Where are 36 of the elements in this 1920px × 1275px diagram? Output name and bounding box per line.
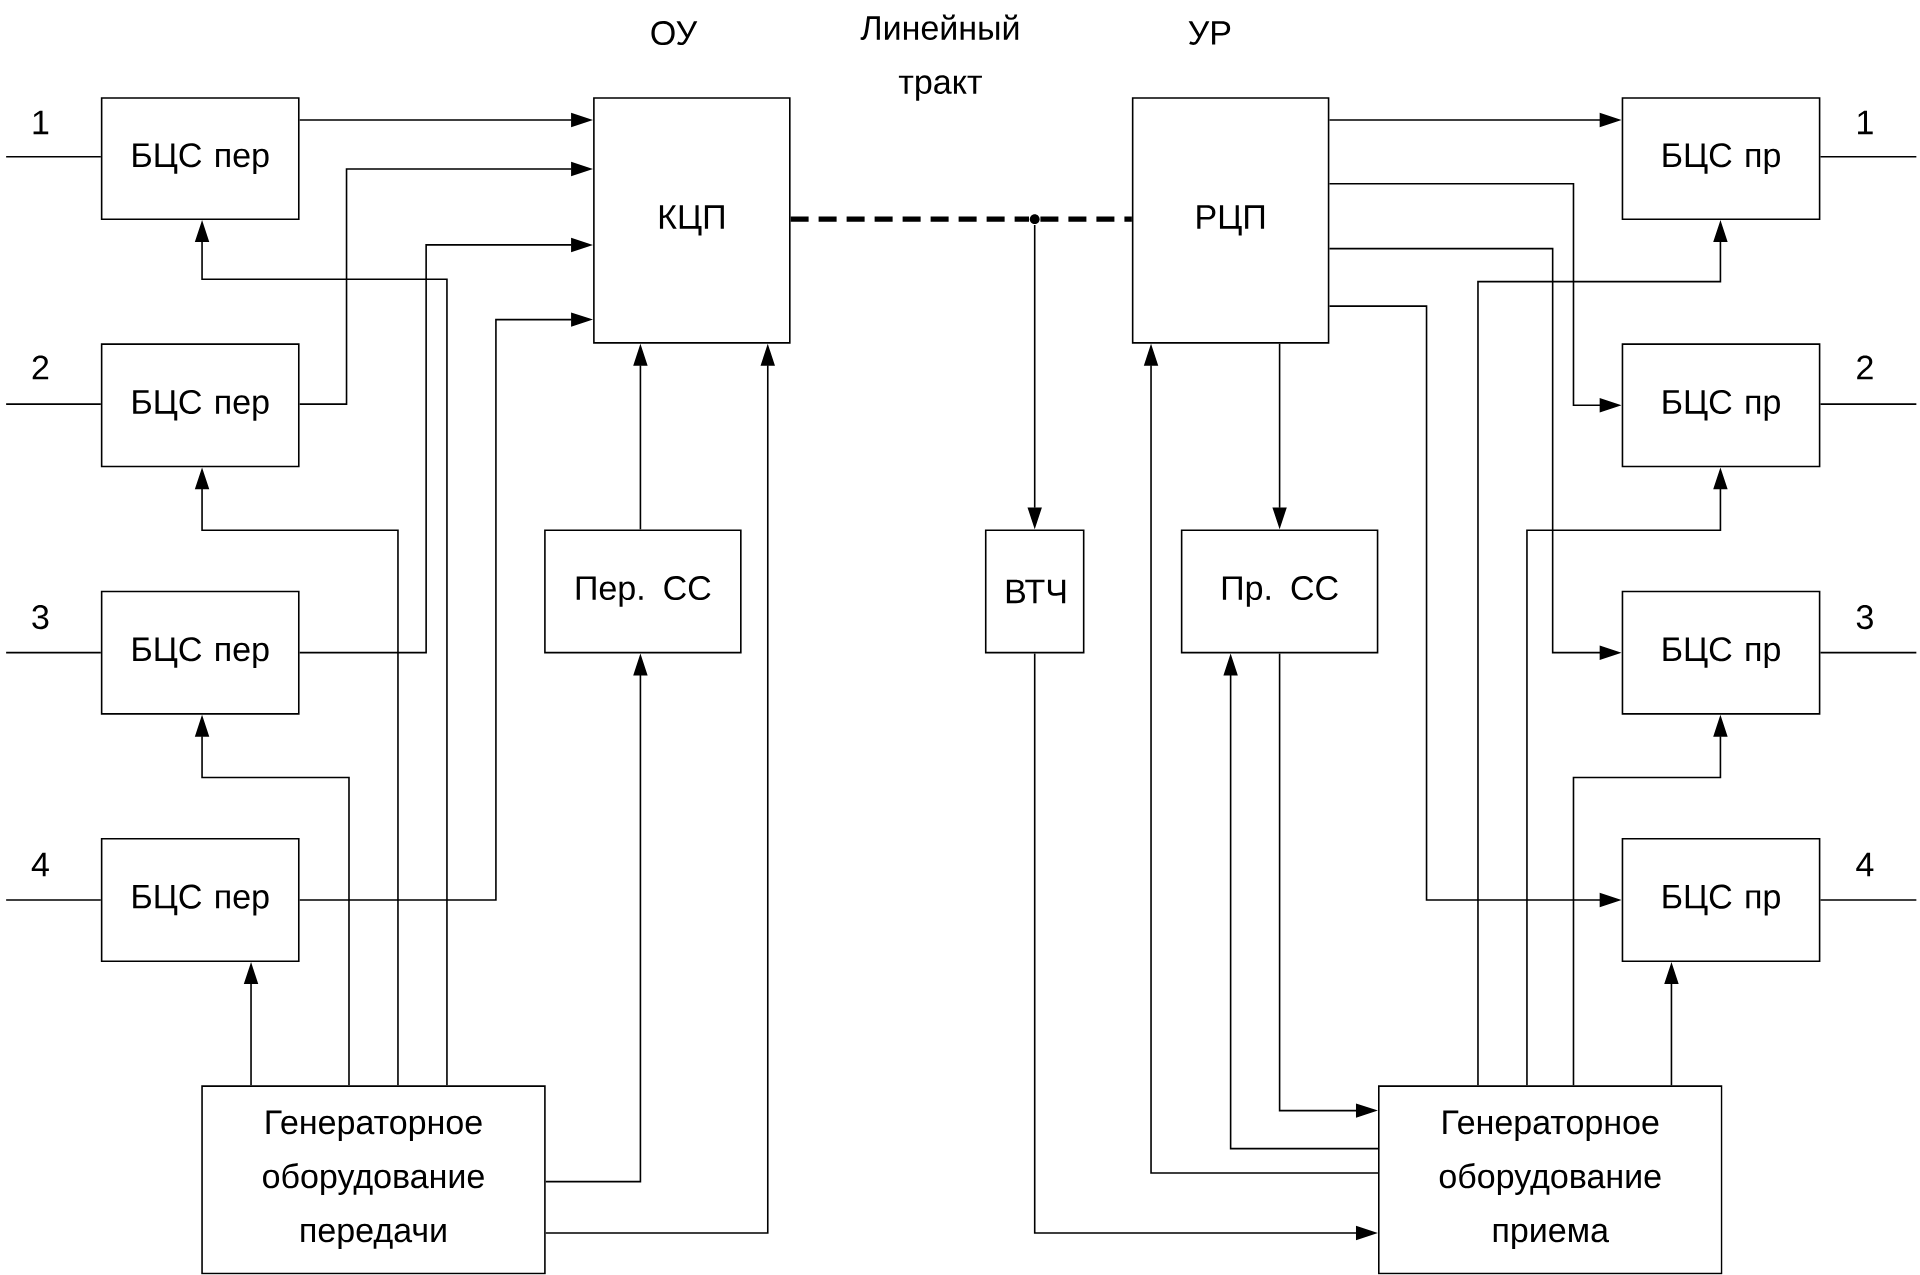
line: [5, 156, 102, 158]
block-box: БЦС пер: [100, 343, 300, 468]
line: [1819, 899, 1918, 901]
edge-label: 4: [31, 852, 49, 877]
edge-label: 2: [1857, 355, 1873, 380]
block-box: КЦП: [593, 97, 791, 344]
block-box: БЦС пр: [1621, 838, 1821, 963]
edge-label: 1: [33, 110, 49, 135]
edge-label: 3: [1856, 605, 1873, 630]
dashed-line: [1040, 216, 1132, 222]
edge-label: 4: [1856, 852, 1874, 877]
block-box: БЦС пр: [1621, 97, 1821, 221]
block-box: БЦС пер: [100, 838, 300, 963]
block-box: БЦС пр: [1621, 343, 1821, 468]
line: [5, 652, 102, 654]
block-box: БЦС пер: [100, 97, 300, 221]
heading-label: Линейный тракт: [860, 14, 1019, 101]
line: [1819, 652, 1918, 654]
block-box: БЦС пер: [100, 590, 300, 715]
heading-label: ОУ: [651, 21, 698, 46]
edge-label: 1: [1858, 110, 1873, 135]
block-box: БЦС пр: [1621, 590, 1821, 715]
line: [5, 899, 102, 901]
line: [1819, 156, 1918, 158]
block-box: Генераторное оборудование передачи: [201, 1085, 546, 1275]
block-box: РЦП: [1131, 97, 1330, 344]
edge-label: 3: [32, 605, 49, 630]
block-box: Генераторное оборудование приема: [1378, 1085, 1723, 1275]
block-box: ВТЧ: [984, 529, 1085, 654]
block-box: Пер. СС: [544, 529, 742, 654]
heading-label: УР: [1188, 21, 1231, 46]
dashed-line: [790, 216, 1029, 222]
line: [5, 403, 102, 406]
edge-label: 2: [32, 355, 49, 380]
line: [1819, 403, 1918, 406]
block-box: Пр. СС: [1180, 529, 1379, 654]
